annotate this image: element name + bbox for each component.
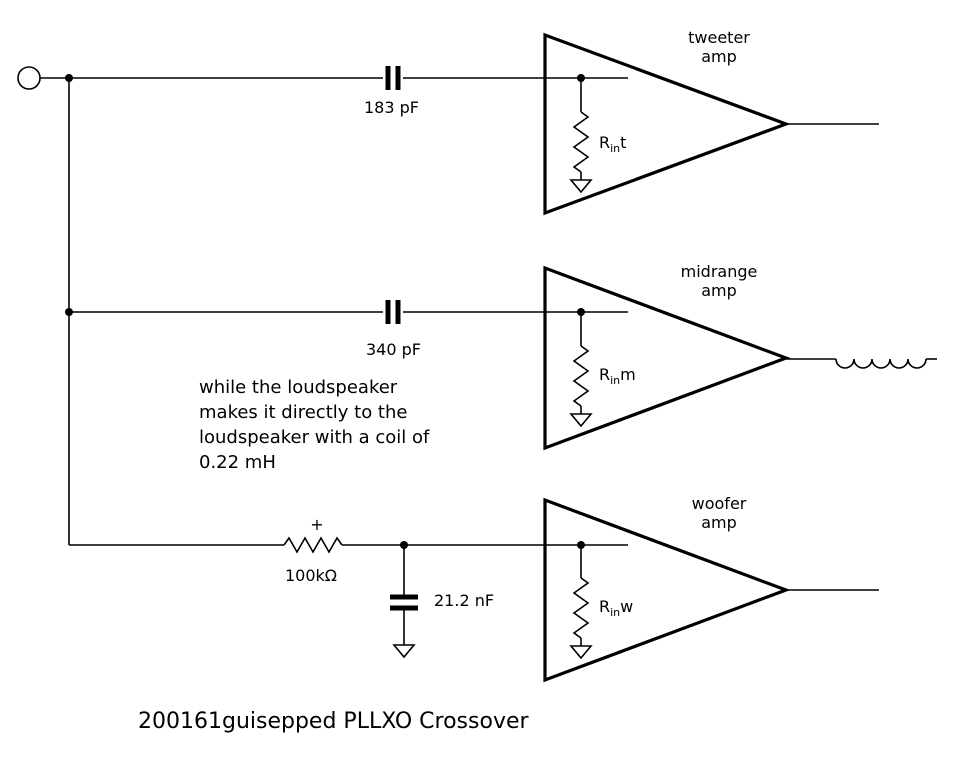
tweeter-amp-label-line2: amp [701,47,737,66]
tweeter-branch: 183 pF tweeter amp Rint [364,28,879,216]
rin-midrange-resistor [572,345,590,407]
midrange-capacitor-label: 340 pF [366,340,421,359]
ground-icon [569,413,593,428]
woofer-amp-label-line2: amp [701,513,737,532]
tweeter-amp-triangle [543,32,791,216]
woofer-resistor [283,536,343,554]
diagram-title: 200161guisepped PLLXO Crossover [138,709,529,734]
ground-icon [392,644,416,659]
input-terminal [17,66,41,90]
midrange-amp-triangle [543,265,791,451]
annotation-note: while the loudspeaker makes it directly … [199,377,430,473]
rin-tweeter-label: Rint [599,133,626,155]
rin-woofer-label: Rinw [599,597,633,619]
midrange-amp-label-line1: midrange [681,262,758,281]
ground-icon [569,179,593,194]
note-line3: loudspeaker with a coil of [199,427,430,448]
woofer-capacitor-label: 21.2 nF [434,591,494,610]
note-line1: while the loudspeaker [199,377,398,398]
woofer-amp-label-line1: woofer [692,494,747,513]
resistor-plus-sign: + [310,515,323,534]
note-line4: 0.22 mH [199,452,276,473]
midrange-branch: 340 pF midrange amp Rinm [69,262,937,451]
woofer-branch: + 100kΩ 21.2 nF woofer amp Rinw [69,494,879,683]
woofer-resistor-label: 100kΩ [285,566,337,585]
rin-midrange-label: Rinm [599,365,636,387]
midrange-amp-label-line2: amp [701,281,737,300]
rin-woofer-resistor [572,577,590,639]
ground-icon [569,645,593,660]
tweeter-amp-label-line1: tweeter [688,28,750,47]
junction-dot [65,74,73,82]
note-line2: makes it directly to the [199,402,407,423]
inductor-coil-icon [835,358,927,369]
tweeter-capacitor-label: 183 pF [364,98,419,117]
rin-tweeter-resistor [572,111,590,173]
woofer-amp-triangle [543,497,791,683]
